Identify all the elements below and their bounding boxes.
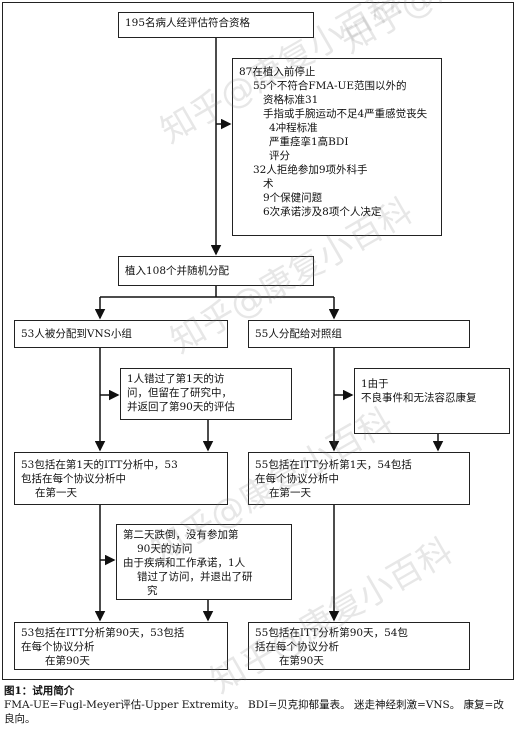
control-day1-line-2: 在第一天 bbox=[269, 487, 311, 499]
control-day1-box: 55包括在ITT分析第1天，54包括 在每个协议分析中 在第一天 bbox=[248, 452, 470, 505]
vns-note2-line-0: 第二天跌倒，没有参加第 bbox=[123, 529, 239, 541]
control-group-box: 55人分配给对照组 bbox=[248, 320, 470, 348]
assessed-text: 195名病人经评估符合资格 bbox=[125, 17, 251, 29]
figure-note: FMA-UE=Fugl-Meyer评估-Upper Extremity。 BDI… bbox=[4, 699, 504, 725]
figure-caption: 图1：试用简介 FMA-UE=Fugl-Meyer评估-Upper Extrem… bbox=[4, 684, 514, 726]
vns-note2-line-3: 错过了访问，并退出了研 bbox=[137, 571, 253, 583]
assessed-box: 195名病人经评估符合资格 bbox=[118, 12, 314, 38]
excluded-line-0: 87在植入前停止 bbox=[239, 66, 316, 78]
control-note1-line-0: 1由于 bbox=[361, 378, 389, 390]
vns-note1-line-1: 问，但留在了研究中， bbox=[127, 387, 232, 399]
vns-note2-line-1: 90天的访问 bbox=[137, 543, 193, 555]
excluded-line-9: 9个保健问题 bbox=[263, 192, 323, 204]
vns-group-box: 53人被分配到VNS小组 bbox=[14, 320, 228, 348]
control-day1-line-1: 在每个协议分析中 bbox=[255, 473, 339, 485]
excluded-line-7: 32人拒绝参加9项外科手 bbox=[253, 164, 368, 176]
vns-day90-box: 53包括在ITT分析第90天，53包括 在每个协议分析 在第90天 bbox=[14, 622, 228, 670]
vns-day1-line-0: 53包括在第1天的ITT分析中，53 bbox=[21, 459, 178, 471]
excluded-line-3: 手指或手腕运动不足4严重感觉丧失 bbox=[263, 108, 428, 120]
excluded-line-4: 4冲程标准 bbox=[269, 122, 318, 134]
vns-day1-line-1: 包括在每个协议分析中 bbox=[21, 473, 126, 485]
randomized-text: 植入108个并随机分配 bbox=[125, 265, 230, 277]
vns-day90-line-1: 在每个协议分析 bbox=[21, 641, 95, 653]
figure-title: 图1：试用简介 bbox=[4, 685, 75, 697]
vns-note2-line-2: 由于疾病和工作承诺，1人 bbox=[123, 557, 246, 569]
diagram-frame bbox=[2, 2, 514, 680]
control-note1-box: 1由于 不良事件和无法容忍康复 bbox=[354, 368, 510, 434]
excluded-line-6: 评分 bbox=[269, 150, 290, 162]
vns-day90-line-0: 53包括在ITT分析第90天，53包括 bbox=[21, 627, 185, 639]
vns-day90-line-2: 在第90天 bbox=[45, 655, 90, 667]
vns-note1-line-0: 1人错过了第1天的访 bbox=[127, 373, 225, 385]
excluded-line-10: 6次承诺涉及8项个人决定 bbox=[263, 206, 382, 218]
control-day90-line-0: 55包括在ITT分析第90天，54包 bbox=[255, 627, 408, 639]
control-day90-line-1: 括在每个协议分析 bbox=[255, 641, 339, 653]
vns-note1-box: 1人错过了第1天的访 问，但留在了研究中， 并返回了第90天的评估 bbox=[120, 368, 292, 420]
excluded-line-5: 严重痉挛1高BDI bbox=[269, 136, 349, 148]
control-day90-box: 55包括在ITT分析第90天，54包 括在每个协议分析 在第90天 bbox=[248, 622, 470, 670]
randomized-box: 植入108个并随机分配 bbox=[118, 256, 314, 286]
control-note1-line-1: 不良事件和无法容忍康复 bbox=[361, 392, 477, 404]
excluded-line-1: 55个不符合FMA-UE范围以外的 bbox=[253, 80, 407, 92]
excluded-box: 87在植入前停止 55个不符合FMA-UE范围以外的 资格标准31 手指或手腕运… bbox=[232, 58, 442, 236]
vns-day1-box: 53包括在第1天的ITT分析中，53 包括在每个协议分析中 在第一天 bbox=[14, 452, 228, 505]
excluded-line-2: 资格标准31 bbox=[263, 94, 319, 106]
control-day90-line-2: 在第90天 bbox=[279, 655, 324, 667]
control-group-text: 55人分配给对照组 bbox=[255, 328, 342, 340]
vns-day1-line-2: 在第一天 bbox=[35, 487, 77, 499]
vns-note2-box: 第二天跌倒，没有参加第 90天的访问 由于疾病和工作承诺，1人 错过了访问，并退… bbox=[116, 524, 292, 600]
control-day1-line-0: 55包括在ITT分析第1天，54包括 bbox=[255, 459, 412, 471]
vns-note2-line-4: 究 bbox=[147, 585, 158, 597]
excluded-line-8: 术 bbox=[263, 178, 274, 190]
vns-group-text: 53人被分配到VNS小组 bbox=[21, 328, 132, 340]
vns-note1-line-2: 并返回了第90天的评估 bbox=[127, 401, 235, 413]
